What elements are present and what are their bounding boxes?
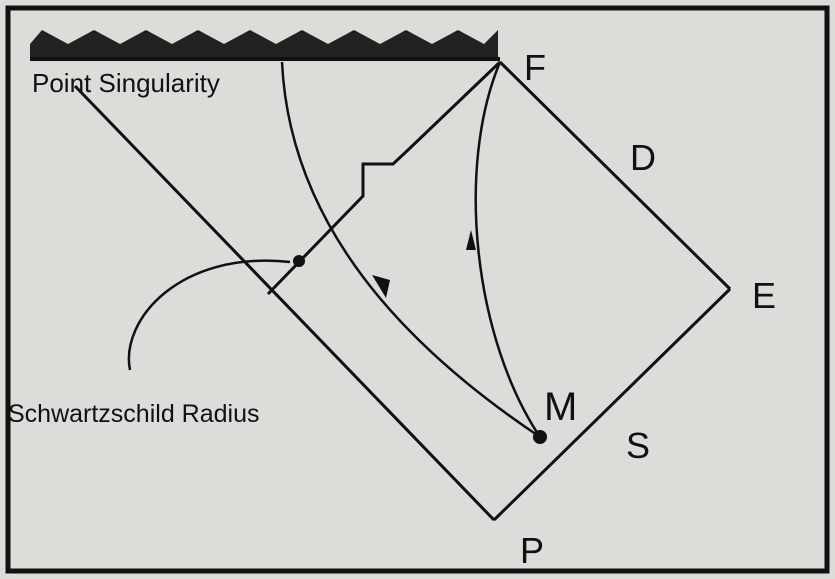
worldline-to-singularity bbox=[280, 61, 541, 439]
stepped-surface bbox=[266, 60, 502, 296]
label-F: F bbox=[524, 47, 546, 88]
label-D: D bbox=[630, 137, 656, 178]
schwarzschild-pointer bbox=[127, 259, 291, 371]
worldline-F-return bbox=[466, 62, 500, 260]
event-horizon-line bbox=[73, 84, 496, 522]
schwarzschild-radius-label: Schwartzschild Radius bbox=[8, 400, 260, 428]
arrow-icon bbox=[372, 275, 390, 298]
diagram-frame bbox=[5, 5, 830, 574]
point-M-dot bbox=[533, 430, 547, 444]
label-M: M bbox=[544, 385, 577, 429]
boundary-P-E bbox=[492, 287, 732, 522]
label-P: P bbox=[520, 530, 544, 571]
label-E: E bbox=[752, 275, 776, 316]
point-singularity-label: Point Singularity bbox=[32, 68, 220, 98]
boundary-F-E bbox=[498, 60, 732, 291]
horizon-crossing-dot bbox=[293, 255, 305, 267]
singularity-band bbox=[30, 30, 498, 58]
arrow-icon bbox=[466, 230, 476, 250]
label-S: S bbox=[626, 425, 650, 466]
worldline-to-F bbox=[474, 61, 542, 438]
